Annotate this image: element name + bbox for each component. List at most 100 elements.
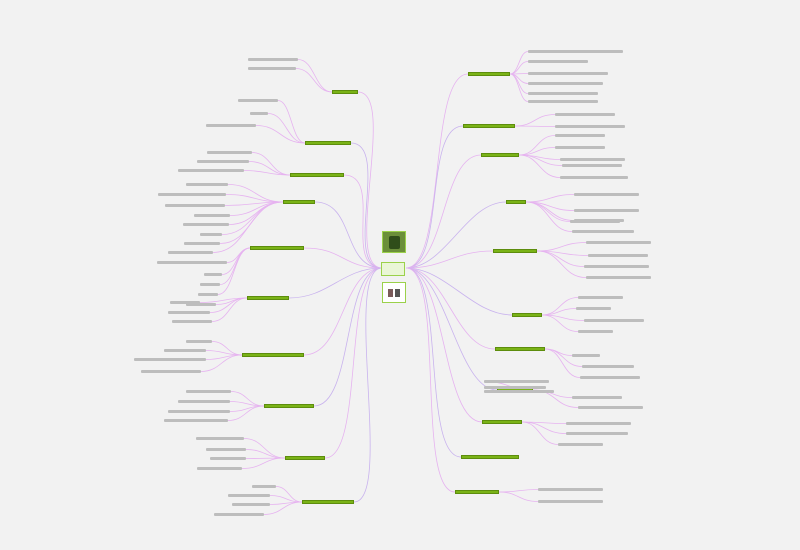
left-branch-node[interactable] [247, 296, 289, 300]
leaf-item[interactable] [207, 151, 252, 154]
leaf-item[interactable] [588, 254, 648, 257]
leaf-item[interactable] [194, 214, 230, 217]
leaf-item[interactable] [484, 380, 549, 383]
leaf-item[interactable] [578, 406, 643, 409]
leaf-item[interactable] [566, 432, 628, 435]
right-branch-node[interactable] [463, 124, 515, 128]
right-branch-node[interactable] [495, 347, 545, 351]
leaf-item[interactable] [186, 340, 212, 343]
left-branch-node[interactable] [283, 200, 315, 204]
leaf-item[interactable] [186, 390, 231, 393]
leaf-item[interactable] [528, 60, 588, 63]
leaf-item[interactable] [134, 358, 206, 361]
leaf-item[interactable] [214, 513, 264, 516]
connector-line [541, 308, 577, 316]
leaf-item[interactable] [558, 443, 603, 446]
leaf-item[interactable] [178, 169, 244, 172]
right-branch-node[interactable] [481, 153, 519, 157]
leaf-item[interactable] [555, 125, 625, 128]
leaf-item[interactable] [578, 330, 613, 333]
leaf-item[interactable] [566, 422, 631, 425]
leaf-item[interactable] [186, 303, 216, 306]
leaf-item[interactable] [538, 500, 603, 503]
leaf-item[interactable] [168, 311, 210, 314]
leaf-item[interactable] [555, 113, 615, 116]
left-branch-node[interactable] [302, 500, 354, 504]
leaf-item[interactable] [197, 467, 242, 470]
leaf-item[interactable] [210, 457, 246, 460]
leaf-item[interactable] [200, 283, 220, 286]
left-branch-node[interactable] [332, 90, 358, 94]
leaf-item[interactable] [528, 92, 598, 95]
right-branch-node[interactable] [512, 313, 542, 317]
leaf-item[interactable] [562, 164, 622, 167]
leaf-item[interactable] [484, 390, 554, 393]
leaf-item[interactable] [164, 419, 228, 422]
leaf-item[interactable] [186, 183, 228, 186]
leaf-item[interactable] [248, 67, 296, 70]
right-branch-node[interactable] [468, 72, 510, 76]
leaf-item[interactable] [204, 273, 222, 276]
leaf-item[interactable] [586, 276, 651, 279]
leaf-item[interactable] [528, 50, 623, 53]
leaf-item[interactable] [165, 204, 225, 207]
leaf-item[interactable] [232, 503, 270, 506]
leaf-item[interactable] [555, 146, 605, 149]
leaf-item[interactable] [164, 349, 206, 352]
leaf-item[interactable] [170, 301, 200, 304]
leaf-item[interactable] [168, 251, 213, 254]
leaf-item[interactable] [584, 265, 649, 268]
leaf-item[interactable] [250, 112, 268, 115]
left-branch-node[interactable] [285, 456, 325, 460]
leaf-item[interactable] [196, 437, 244, 440]
leaf-item[interactable] [141, 370, 201, 373]
central-topic[interactable] [381, 262, 405, 276]
leaf-item[interactable] [198, 293, 218, 296]
leaf-item[interactable] [570, 220, 620, 223]
leaf-item[interactable] [157, 261, 227, 264]
leaf-item[interactable] [586, 241, 651, 244]
leaf-item[interactable] [560, 158, 625, 161]
left-branch-node[interactable] [250, 246, 304, 250]
right-branch-node[interactable] [461, 455, 519, 459]
leaf-item[interactable] [206, 124, 256, 127]
leaf-item[interactable] [484, 386, 546, 389]
leaf-item[interactable] [172, 320, 212, 323]
leaf-item[interactable] [238, 99, 278, 102]
leaf-item[interactable] [560, 176, 628, 179]
leaf-item[interactable] [580, 376, 640, 379]
leaf-item[interactable] [528, 72, 608, 75]
leaf-item[interactable] [184, 242, 220, 245]
leaf-item[interactable] [528, 100, 598, 103]
leaf-item[interactable] [248, 58, 298, 61]
right-branch-node[interactable] [482, 420, 522, 424]
leaf-item[interactable] [206, 448, 246, 451]
right-branch-node[interactable] [455, 490, 499, 494]
left-branch-node[interactable] [264, 404, 314, 408]
leaf-item[interactable] [528, 82, 603, 85]
leaf-item[interactable] [168, 410, 230, 413]
leaf-item[interactable] [574, 209, 639, 212]
leaf-item[interactable] [584, 319, 644, 322]
leaf-item[interactable] [183, 223, 229, 226]
left-branch-node[interactable] [242, 353, 304, 357]
leaf-item[interactable] [578, 296, 623, 299]
left-branch-node[interactable] [305, 141, 351, 145]
leaf-item[interactable] [576, 307, 611, 310]
right-branch-node[interactable] [493, 249, 537, 253]
leaf-item[interactable] [252, 485, 276, 488]
leaf-item[interactable] [572, 354, 600, 357]
leaf-item[interactable] [197, 160, 249, 163]
leaf-item[interactable] [582, 365, 634, 368]
left-branch-node[interactable] [290, 173, 344, 177]
leaf-item[interactable] [178, 400, 230, 403]
leaf-item[interactable] [572, 396, 622, 399]
leaf-item[interactable] [574, 193, 639, 196]
leaf-item[interactable] [555, 134, 605, 137]
leaf-item[interactable] [228, 494, 270, 497]
right-branch-node[interactable] [506, 200, 526, 204]
leaf-item[interactable] [572, 230, 634, 233]
leaf-item[interactable] [538, 488, 603, 491]
leaf-item[interactable] [158, 193, 226, 196]
leaf-item[interactable] [200, 233, 222, 236]
